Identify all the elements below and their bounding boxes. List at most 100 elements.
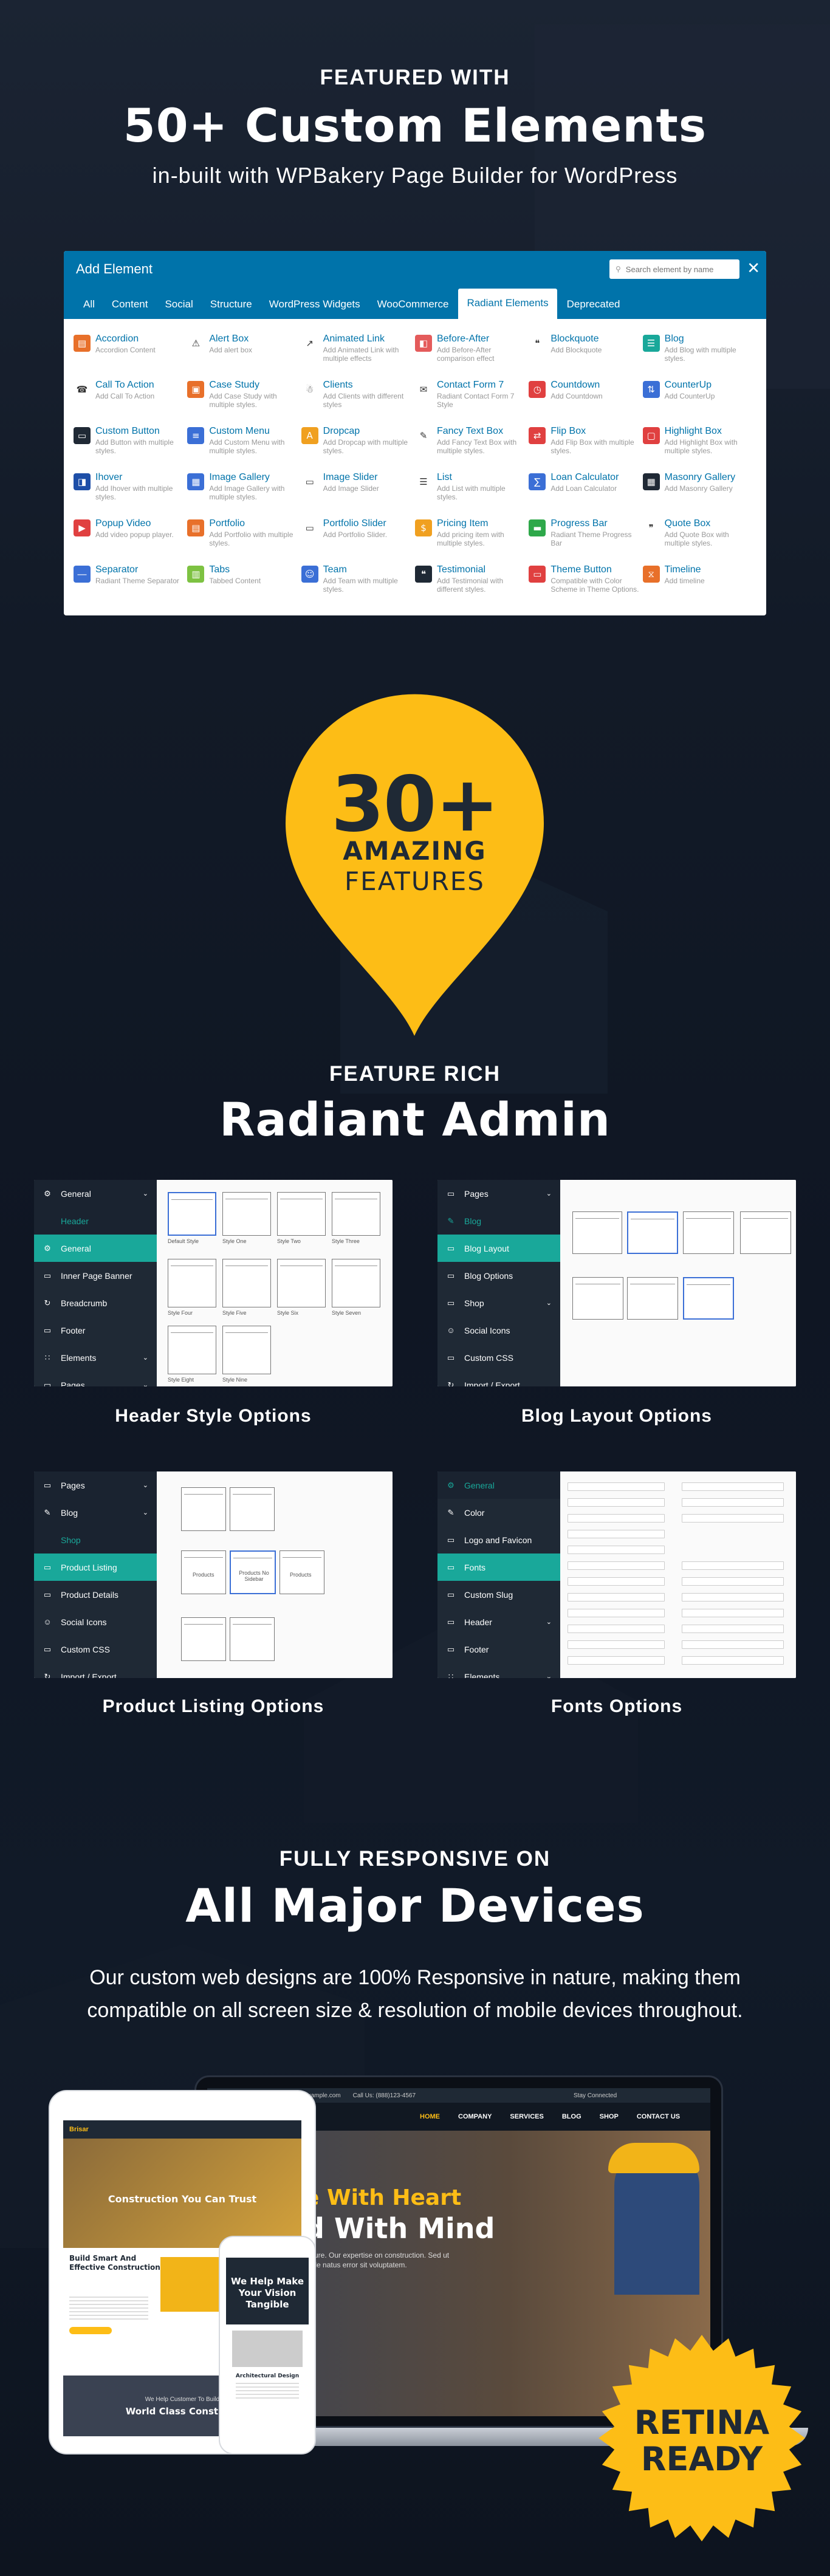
laptop-nav-item[interactable]: BLOG: [561, 2113, 581, 2120]
sidebar-item-logo-and-favicon[interactable]: ▭Logo and Favicon: [437, 1526, 560, 1553]
font-setting-field[interactable]: [568, 1514, 665, 1523]
font-setting-field[interactable]: [682, 1577, 784, 1586]
product-layout-thumb[interactable]: [230, 1487, 275, 1531]
header-style-thumb[interactable]: [222, 1259, 271, 1307]
tab-deprecated[interactable]: Deprecated: [566, 298, 620, 310]
laptop-nav-item[interactable]: SHOP: [599, 2113, 619, 2120]
laptop-nav-item[interactable]: CONTACT US: [636, 2113, 681, 2120]
laptop-nav-item[interactable]: COMPANY: [458, 2113, 492, 2120]
product-layout-thumb[interactable]: [230, 1617, 275, 1661]
font-setting-field[interactable]: [568, 1498, 665, 1507]
font-setting-field[interactable]: [568, 1482, 665, 1491]
sidebar-item-general[interactable]: ⚙General: [437, 1471, 560, 1499]
sidebar-item-pages[interactable]: ▭Pages⌄: [34, 1471, 157, 1499]
sidebar-item-product-listing[interactable]: ▭Product Listing: [34, 1553, 157, 1581]
header-style-thumb[interactable]: [222, 1326, 271, 1374]
product-layout-thumb[interactable]: Products: [280, 1550, 324, 1594]
modal-search[interactable]: ⚲: [609, 259, 739, 279]
sidebar-item-footer[interactable]: ▭Footer: [34, 1317, 157, 1344]
header-style-thumb[interactable]: [277, 1259, 326, 1307]
search-input[interactable]: [625, 264, 729, 274]
font-setting-field[interactable]: [568, 1656, 665, 1665]
font-setting-field[interactable]: [682, 1593, 784, 1601]
sidebar-item-blog[interactable]: ✎Blog⌄: [34, 1499, 157, 1526]
font-setting-field[interactable]: [682, 1514, 784, 1523]
blog-layout-thumb[interactable]: [683, 1211, 734, 1254]
laptop-nav-item[interactable]: HOME: [420, 2113, 440, 2120]
sidebar-item-blog[interactable]: ✎Blog: [437, 1207, 560, 1235]
sidebar-item-inner-page-banner[interactable]: ▭Inner Page Banner: [34, 1262, 157, 1289]
sidebar-item-custom-css[interactable]: ▭Custom CSS: [437, 1344, 560, 1371]
tab-social[interactable]: Social: [165, 298, 193, 310]
header-style-thumb[interactable]: [168, 1259, 216, 1307]
header-style-thumb[interactable]: [332, 1259, 380, 1307]
sidebar-item-custom-slug[interactable]: ▭Custom Slug: [437, 1581, 560, 1608]
sidebar-item-social-icons[interactable]: ☺Social Icons: [437, 1317, 560, 1344]
sidebar-item-pages[interactable]: ▭Pages⌄: [437, 1180, 560, 1207]
sidebar-item-import-export[interactable]: ↻Import / Export: [437, 1371, 560, 1387]
sidebar-item-custom-css[interactable]: ▭Custom CSS: [34, 1636, 157, 1663]
product-layout-thumb[interactable]: Products No Sidebar: [230, 1550, 276, 1594]
sidebar-item-pages[interactable]: ▭Pages⌄: [34, 1371, 157, 1387]
font-setting-field[interactable]: [568, 1625, 665, 1633]
font-setting-field[interactable]: [568, 1561, 665, 1570]
blog-layout-thumb[interactable]: [740, 1211, 791, 1254]
header-style-thumb[interactable]: [222, 1192, 271, 1236]
font-setting-field[interactable]: [568, 1593, 665, 1601]
font-setting-field[interactable]: [682, 1640, 784, 1649]
header-style-thumb[interactable]: [168, 1326, 216, 1374]
blog-layout-thumb[interactable]: [627, 1277, 678, 1320]
sidebar-item-fonts[interactable]: ▭Fonts: [437, 1553, 560, 1581]
sidebar-item-header[interactable]: Header: [34, 1207, 157, 1235]
sidebar-item-footer[interactable]: ▭Footer: [437, 1636, 560, 1663]
blog-layout-thumb[interactable]: [572, 1211, 622, 1254]
sidebar-item-elements[interactable]: ∷Elements⌄: [34, 1344, 157, 1371]
header-style-thumb[interactable]: [332, 1192, 380, 1236]
sidebar-item-breadcrumb[interactable]: ↻Breadcrumb: [34, 1289, 157, 1317]
font-setting-field[interactable]: [682, 1561, 784, 1570]
product-layout-thumb[interactable]: Products: [181, 1550, 226, 1594]
font-setting-field[interactable]: [682, 1498, 784, 1507]
font-setting-field[interactable]: [568, 1577, 665, 1586]
sidebar-item-social-icons[interactable]: ☺Social Icons: [34, 1608, 157, 1636]
font-setting-field[interactable]: [568, 1546, 665, 1554]
font-setting-field[interactable]: [682, 1609, 784, 1617]
sidebar-item-color[interactable]: ✎Color: [437, 1499, 560, 1526]
blog-layout-thumb[interactable]: [627, 1211, 678, 1254]
sidebar-item-blog-layout[interactable]: ▭Blog Layout: [437, 1235, 560, 1262]
tab-woocommerce[interactable]: WooCommerce: [377, 298, 449, 310]
font-setting-field[interactable]: [682, 1625, 784, 1633]
product-layout-thumb[interactable]: [181, 1487, 226, 1531]
blog-layout-thumb[interactable]: [683, 1277, 734, 1320]
header-style-thumb[interactable]: [168, 1192, 216, 1236]
sidebar-item-header[interactable]: ▭Header⌄: [437, 1608, 560, 1636]
